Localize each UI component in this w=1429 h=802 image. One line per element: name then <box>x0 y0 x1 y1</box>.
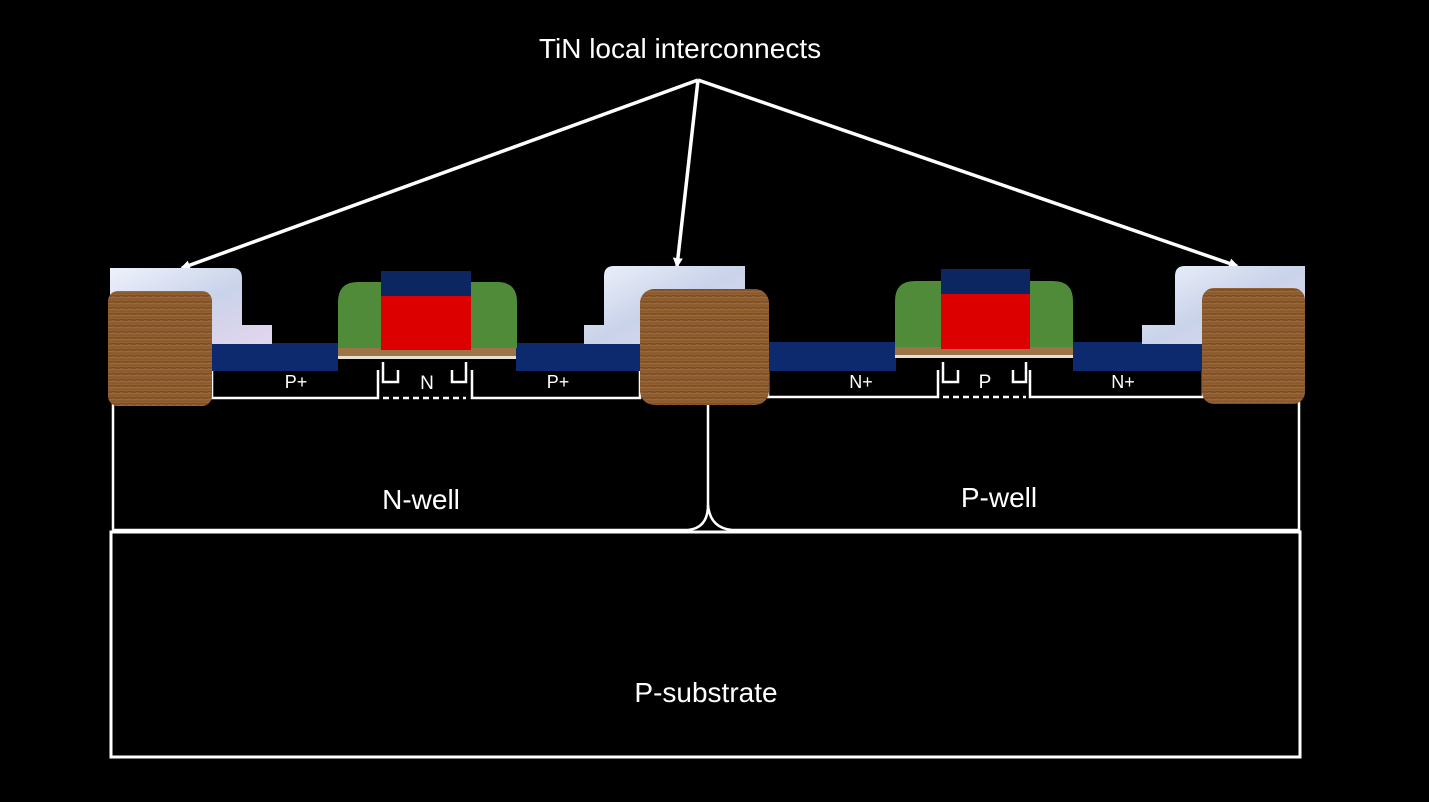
silicide-layers <box>210 342 1203 371</box>
right-gate-oxide <box>895 347 1073 356</box>
left-gate-stack <box>338 271 517 359</box>
p-well-region <box>706 398 1301 532</box>
right-sti-block <box>1202 288 1305 404</box>
p-substrate-label: P-substrate <box>634 677 777 708</box>
left-gate-poly <box>381 294 471 350</box>
right-channel-label: P <box>979 372 992 393</box>
middle-sti-block <box>640 289 769 405</box>
left-source-silicide <box>210 343 338 371</box>
left-source-label: P+ <box>285 372 308 392</box>
left-channel-label: N <box>420 373 434 394</box>
sti-blocks <box>108 288 1305 406</box>
right-source-silicide <box>768 342 896 371</box>
left-sti-block <box>108 291 212 406</box>
right-gate-oxide-highlight <box>895 355 1073 358</box>
right-drain-label: N+ <box>1111 372 1135 392</box>
right-gate-stack <box>895 269 1073 358</box>
left-drain-silicide <box>516 343 642 371</box>
left-gate-oxide <box>338 348 516 357</box>
right-source-label: N+ <box>849 372 873 392</box>
arrow-to-left-tin <box>180 78 699 270</box>
left-drain-label: P+ <box>547 372 570 392</box>
tin-pointer-arrows <box>180 78 1239 270</box>
p-well-label: P-well <box>961 482 1037 513</box>
left-gate-oxide-highlight <box>338 356 516 359</box>
p-substrate-region <box>109 530 1302 759</box>
left-gate-cap <box>381 271 471 296</box>
arrow-to-right-tin <box>697 78 1239 269</box>
arrow-to-middle-tin <box>672 79 700 268</box>
right-gate-cap <box>941 269 1030 294</box>
right-gate-poly <box>941 292 1030 349</box>
diagram-title: TiN local interconnects <box>539 33 821 64</box>
right-drain-silicide <box>1073 342 1203 371</box>
n-well-label: N-well <box>382 484 460 515</box>
